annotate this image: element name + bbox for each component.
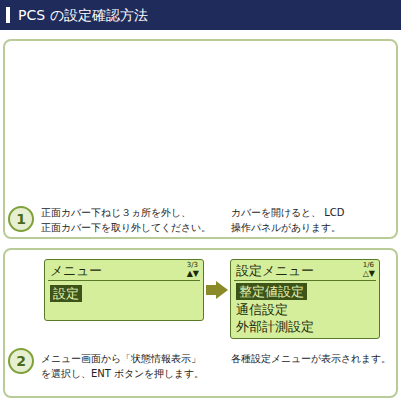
menu-item: 外部計測設定 (236, 318, 314, 335)
lcd-screen: メニュー 3/3▲▼ 設定 (44, 259, 204, 321)
menu-item: △▼ (363, 269, 375, 279)
menu-item: 整定値設定 (236, 283, 307, 300)
step-panel: 正面カバー下ねじ３ヵ所を外し、 正面カバー下を取り外してください。カバーを開ける… (3, 39, 398, 239)
menu-item: 1/6 (363, 261, 374, 270)
step-caption: メニュー画面から「状態情報表示」 を選択し、ENT ボタンを押します。 (41, 352, 231, 381)
step-number-circle: 2 (8, 348, 34, 374)
step-caption: 各種設定メニューが表示されます。 (231, 352, 396, 367)
menu-item: メニュー (50, 262, 102, 279)
title-marker (6, 7, 10, 23)
menu-item: 3/3 (187, 261, 198, 270)
step-caption: 正面カバー下ねじ３ヵ所を外し、 正面カバー下を取り外してください。 (41, 206, 229, 235)
menu-item: 設定 (50, 285, 82, 302)
menu-item: 設定メニュー (236, 262, 314, 279)
step-panel: メニュー画面から「状態情報表示」 を選択し、ENT ボタンを押します。各種設定メ… (3, 248, 398, 398)
step-caption: カバーを開けると、 LCD 操作パネルがあります。 (231, 206, 391, 235)
step-number-circle: 1 (8, 206, 34, 232)
menu-item: 通信設定 (236, 301, 288, 318)
lcd-divider (48, 280, 200, 281)
menu-item: ▲▼ (187, 269, 199, 279)
lcd-divider (234, 280, 376, 281)
lcd-screen: 設定メニュー 1/6△▼ 整定値設定通信設定外部計測設定 (230, 259, 380, 339)
callout-number: 2 (10, 350, 32, 372)
callout-number: 1 (10, 208, 32, 230)
step-arrow (206, 281, 228, 299)
title-text: PCS の設定確認方法 (18, 5, 148, 25)
